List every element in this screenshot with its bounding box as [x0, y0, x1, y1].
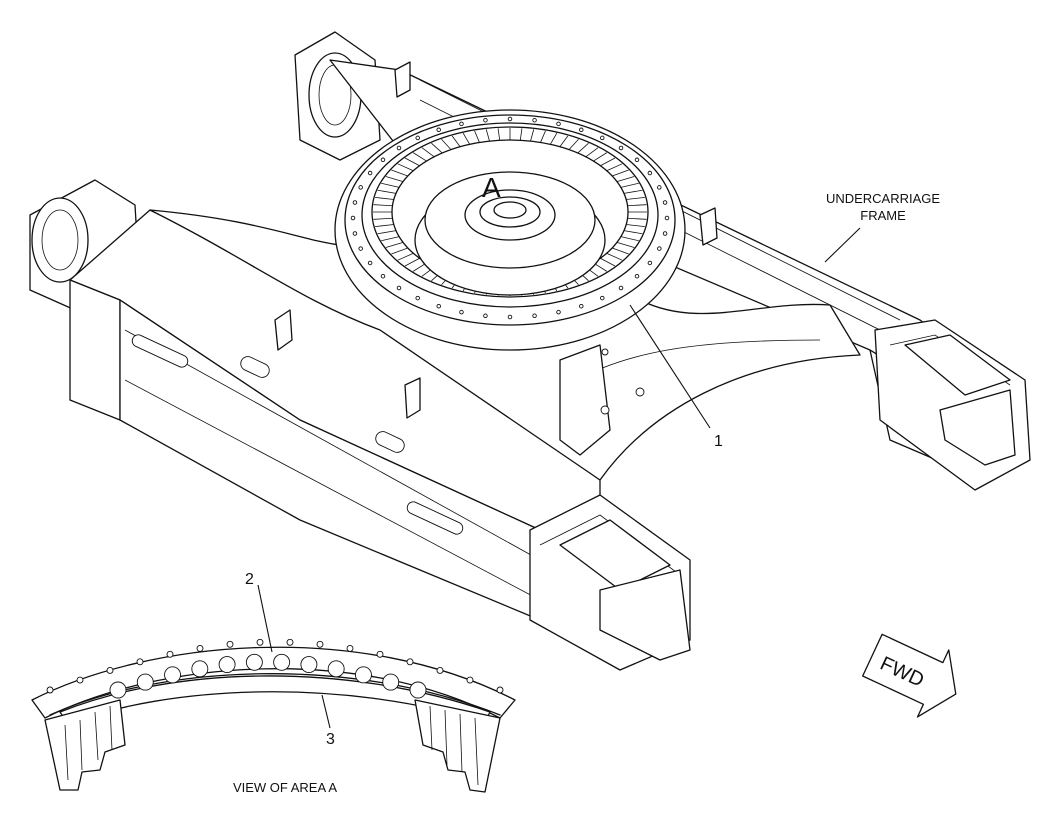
- leader-line-2: [257, 584, 273, 653]
- detail-bolt-holes: [46, 638, 504, 694]
- bearing-balls: [109, 653, 427, 699]
- left-track-frame: [29, 179, 691, 671]
- fwd-direction-arrow: FWD: [862, 633, 957, 718]
- detail-caption: VIEW OF AREA A: [233, 780, 337, 795]
- leader-line-1: [629, 304, 711, 429]
- leader-line-frame: [824, 227, 861, 263]
- leader-line-3: [321, 694, 331, 729]
- undercarriage-frame-label-line2: FRAME: [860, 208, 906, 223]
- area-a-callout: A: [482, 172, 501, 203]
- callout-3: 3: [326, 731, 335, 748]
- undercarriage-frame-label-line1: UNDERCARRIAGE: [826, 191, 940, 206]
- callout-2: 2: [245, 571, 254, 588]
- bearing-bolt-holes: [350, 116, 670, 320]
- callout-1: 1: [714, 433, 723, 450]
- detail-view-area-a: [31, 638, 516, 793]
- swing-bearing: [334, 109, 686, 351]
